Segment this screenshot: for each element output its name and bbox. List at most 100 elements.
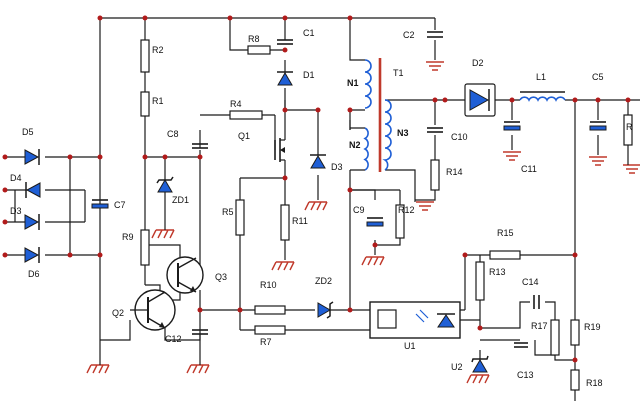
capacitor-c5 [589,125,607,131]
winding-n2 [363,127,369,171]
label-c11: C11 [521,164,537,174]
ground-icon [589,156,607,166]
ground-icon [304,201,328,211]
capacitors [91,31,607,348]
ground-icon [466,374,490,384]
label-n3: N3 [397,128,409,138]
resistor-r8 [247,45,271,55]
label-u2: U2 [451,362,463,372]
diode-d3-icon [24,214,40,230]
resistor-r18 [570,369,580,391]
resistor-r11 [280,204,290,241]
label-r15: R15 [497,228,514,238]
capacitor-c7 [91,203,109,209]
label-d3: D3 [10,206,22,216]
winding-n1 [364,59,372,109]
component-labels: D5 D4 D3 D6 C7 R2 R1 R9 C8 ZD1 Q1 Q3 Q2 … [10,28,633,388]
diode-d1-icon [277,72,293,86]
label-d4: D4 [10,173,22,183]
label-r4: R4 [230,99,242,109]
label-d5: D5 [22,127,34,137]
resistor-r10 [254,305,286,315]
bjt-q3 [166,256,204,294]
ground-icon [426,61,444,71]
zener-zd1-icon [157,179,173,193]
resistor-r14 [430,159,440,191]
label-r10: R10 [260,280,277,290]
ground-icon [623,145,640,174]
label-c13: C13 [517,370,534,380]
diode-d3b-icon [310,155,326,169]
diode-d6-icon [24,247,40,263]
label-c1: C1 [303,28,315,38]
label-c7: C7 [114,200,126,210]
label-r5: R5 [222,207,234,217]
label-n2: N2 [349,140,361,150]
resistor-r19 [570,319,580,346]
label-r1: R1 [152,96,164,106]
optocoupler-u1 [369,301,461,339]
label-r17: R17 [531,321,548,331]
label-r11: R11 [292,216,308,226]
resistor-r17 [550,319,560,356]
resistor-r15 [489,250,521,260]
resistor-r5 [235,199,245,236]
ground-icon [271,261,295,271]
label-c14: C14 [522,277,539,287]
label-d2: D2 [472,58,484,68]
bridge-diodes [24,149,41,263]
resistor-r13 [475,261,485,301]
capacitor-c9 [366,221,384,227]
label-u1: U1 [404,341,416,351]
label-r18: R18 [586,378,603,388]
resistor-r2 [140,39,150,73]
label-d6: D6 [28,269,40,279]
regulator-u2-icon [472,359,488,373]
label-t1: T1 [393,68,404,78]
winding-n3 [382,99,392,171]
label-r3: R [626,122,633,132]
label-r7: R7 [260,337,272,347]
ground-icon [151,192,175,239]
diode-d4-icon [25,182,41,198]
label-zd1: ZD1 [172,195,189,205]
label-q2: Q2 [112,308,124,318]
diode-d2-icon [469,89,490,111]
diodes [156,71,496,373]
label-q3: Q3 [215,272,227,282]
inductor-l1 [519,96,566,102]
ground-symbols [86,61,640,384]
mosfet-q1 [274,138,285,162]
label-c12: C12 [165,334,182,344]
label-r2: R2 [152,45,164,55]
label-n1: N1 [347,78,359,88]
label-c2: C2 [403,30,415,40]
label-c8: C8 [167,129,179,139]
label-q1: Q1 [238,131,250,141]
capacitor-c11 [503,125,521,131]
resistor-r7 [254,325,286,335]
ground-icon [186,334,210,374]
label-r9: R9 [122,232,134,242]
resistor-r9 [140,229,150,266]
ground-icon [86,340,110,374]
label-c5: C5 [592,72,604,82]
label-d3b: D3 [331,162,343,172]
resistor-r1 [140,91,150,117]
resistor-r12 [395,204,405,239]
label-c9: C9 [353,205,365,215]
label-zd2: ZD2 [315,276,332,286]
resistors [140,39,633,391]
zener-zd2-icon [317,302,331,318]
ground-icon [414,200,434,211]
ground-icon [361,256,385,266]
bjt-q2 [130,289,176,331]
ground-icon [503,151,521,161]
label-r14: R14 [446,167,463,177]
resistor-r4 [229,110,263,120]
transformer-t1 [363,58,392,172]
diode-d5-icon [24,149,40,165]
label-d1: D1 [303,70,315,80]
label-r19: R19 [584,322,601,332]
